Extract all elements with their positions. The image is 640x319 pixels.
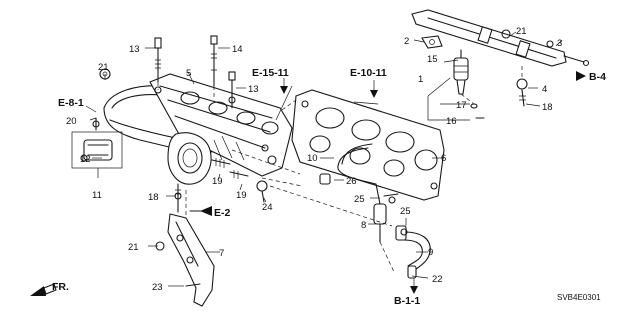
callout-14: 14	[232, 44, 243, 55]
front-label: FR.	[52, 281, 69, 293]
callout-2: 2	[404, 36, 409, 47]
callout-17: 17	[456, 100, 467, 111]
callout-9: 9	[428, 247, 433, 258]
water-hose	[373, 193, 431, 279]
callout-6: 6	[441, 153, 446, 164]
callout-26: 26	[346, 176, 357, 187]
callout-24: 24	[262, 202, 273, 213]
callout-21c: 21	[128, 242, 139, 253]
callout-25a: 25	[354, 194, 365, 205]
stud-bolts	[99, 35, 236, 109]
callout-numbers: 1 2 3 4 5 6 7 8 9 10 11 12 13 13 14 15 1…	[66, 26, 562, 293]
callout-3: 3	[557, 38, 562, 49]
ref-e-2: E-2	[214, 207, 231, 219]
leader-lines	[89, 31, 563, 287]
assembly-lines	[157, 66, 523, 273]
callout-13a: 13	[129, 44, 140, 55]
callout-20: 20	[66, 116, 77, 127]
small-fasteners	[174, 158, 268, 213]
callout-15: 15	[427, 54, 438, 65]
map-sensor-assembly	[71, 117, 123, 178]
ref-b-1-1: B-1-1	[394, 295, 420, 307]
manifold-stay	[155, 213, 215, 307]
callout-16: 16	[446, 116, 457, 127]
intake-manifold	[103, 73, 293, 185]
callout-10: 10	[307, 153, 318, 164]
callout-1: 1	[418, 74, 423, 85]
callout-4: 4	[542, 84, 547, 95]
callout-8: 8	[361, 220, 366, 231]
callout-22: 22	[432, 274, 443, 285]
reference-labels: E-8-1 E-15-11 E-10-11 E-2 B-4 B-1-1 FR. …	[52, 67, 606, 307]
ref-e-15-11: E-15-11	[252, 67, 289, 79]
callout-18b: 18	[542, 102, 553, 113]
callout-19a: 19	[212, 176, 223, 187]
callout-18a: 18	[148, 192, 159, 203]
diagram-code: SVB4E0301	[557, 293, 601, 302]
callout-21b: 21	[516, 26, 527, 37]
reference-arrows	[30, 71, 586, 296]
callout-11: 11	[92, 190, 102, 201]
callout-13b: 13	[248, 84, 259, 95]
fuel-rail-assembly	[411, 9, 590, 119]
callout-21a: 21	[98, 62, 109, 73]
callout-7: 7	[219, 248, 224, 259]
callout-23: 23	[152, 282, 163, 293]
ref-e-10-11: E-10-11	[350, 67, 387, 79]
callout-25b: 25	[400, 206, 411, 217]
callout-19b: 19	[236, 190, 247, 201]
callout-5: 5	[186, 68, 191, 79]
callout-12: 12	[80, 154, 91, 165]
ref-b-4: B-4	[589, 71, 606, 83]
breather-hose	[319, 143, 383, 215]
ref-e-8-1: E-8-1	[58, 97, 84, 109]
